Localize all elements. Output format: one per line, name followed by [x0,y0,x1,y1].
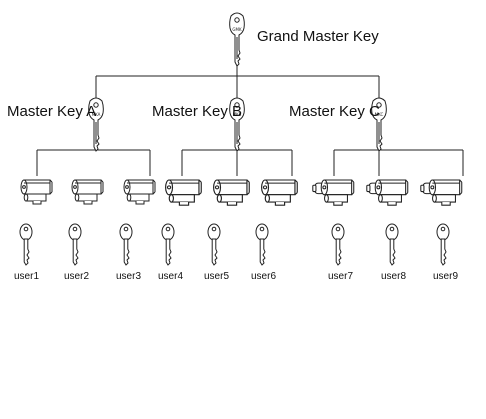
group-c-locks [312,179,463,206]
hierarchy-connectors [36,62,464,176]
user5-key-icon [207,223,221,266]
user3-label: user3 [116,271,142,282]
master-key-b-icon: MKB [229,97,245,152]
user1-label: user1 [14,271,40,282]
user-keys [19,223,450,266]
group-a-locks [20,179,156,205]
master-key-c-stamp: MKC [375,112,384,117]
grand-master-key-label: Grand Master Key [257,28,379,45]
master-key-a-stamp: MKA [92,112,101,117]
user1-key-icon [19,223,33,266]
master-key-b-stamp: MKB [233,112,242,117]
cylinder-lock-icon [123,179,156,205]
grand-master-key-icon: GMK [229,12,245,67]
user8-label: user8 [381,271,407,282]
user2-key-icon [68,223,82,266]
user8-key-icon [385,223,399,266]
user7-label: user7 [328,271,354,282]
user2-label: user2 [64,271,90,282]
cylinder-lock-icon [165,179,202,206]
user9-label: user9 [433,271,459,282]
master-key-a-label: Master Key A [7,103,97,120]
cylinder-lock-icon [213,179,250,206]
cylinder-lock-icon [71,179,104,205]
thumbturn-cylinder-lock-icon [366,179,409,206]
user5-label: user5 [204,271,230,282]
user7-key-icon [331,223,345,266]
master-key-c-icon: MKC [371,97,387,152]
master-key-b-label: Master Key B [152,103,243,120]
master-key-a-icon: MKA [88,97,104,152]
master-key-c-label: Master Key C [289,103,380,120]
thumbturn-cylinder-lock-icon [420,179,463,206]
group-b-locks [165,179,298,206]
cylinder-lock-icon [261,179,298,206]
user3-key-icon [119,223,133,266]
user4-label: user4 [158,271,184,282]
thumbturn-cylinder-lock-icon [312,179,355,206]
cylinder-lock-icon [20,179,53,205]
user6-label: user6 [251,271,277,282]
grand-master-key-stamp: GMK [232,27,242,32]
user9-key-icon [436,223,450,266]
user6-key-icon [255,223,269,266]
user4-key-icon [161,223,175,266]
